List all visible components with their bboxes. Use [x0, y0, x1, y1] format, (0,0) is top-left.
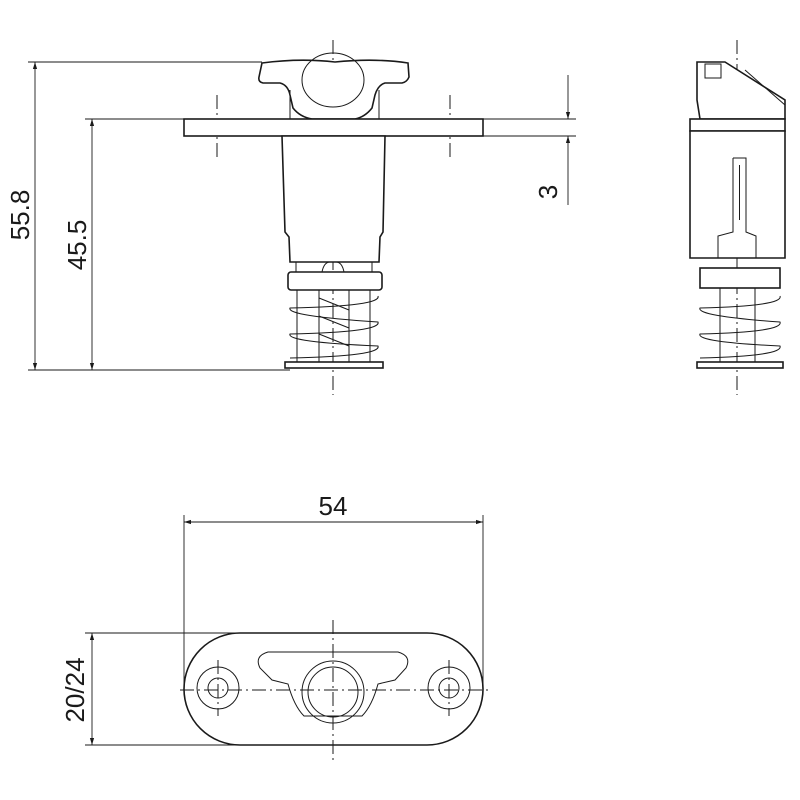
dimension-overall-height: 55.8	[5, 61, 290, 371]
dim-plate-width-label: 54	[319, 491, 348, 521]
dimension-plate-width: 54	[183, 491, 484, 690]
spring	[289, 290, 379, 362]
dimension-plate-depth: 20/24	[60, 632, 240, 746]
mounting-plate	[183, 118, 484, 137]
base-washer	[284, 361, 384, 369]
dimension-plate-thickness: 3	[483, 75, 576, 205]
dim-height-below-knob-label: 45.5	[62, 220, 92, 271]
side-plate	[689, 118, 786, 132]
knob-recess	[301, 52, 365, 108]
front-view	[183, 40, 484, 395]
side-view	[689, 40, 786, 395]
knob	[258, 59, 410, 120]
plunger-body	[281, 135, 386, 263]
bottom-view	[180, 620, 490, 760]
side-collar	[699, 267, 781, 289]
knob-wings	[257, 651, 409, 717]
spring-collar	[287, 271, 383, 291]
side-knob	[696, 61, 786, 120]
dim-overall-height-label: 55.8	[5, 190, 35, 241]
dimension-height-below-knob: 45.5	[62, 118, 184, 370]
dim-plate-depth-label: 20/24	[60, 657, 90, 722]
side-body	[689, 130, 786, 259]
dim-plate-thickness-label: 3	[533, 185, 563, 199]
